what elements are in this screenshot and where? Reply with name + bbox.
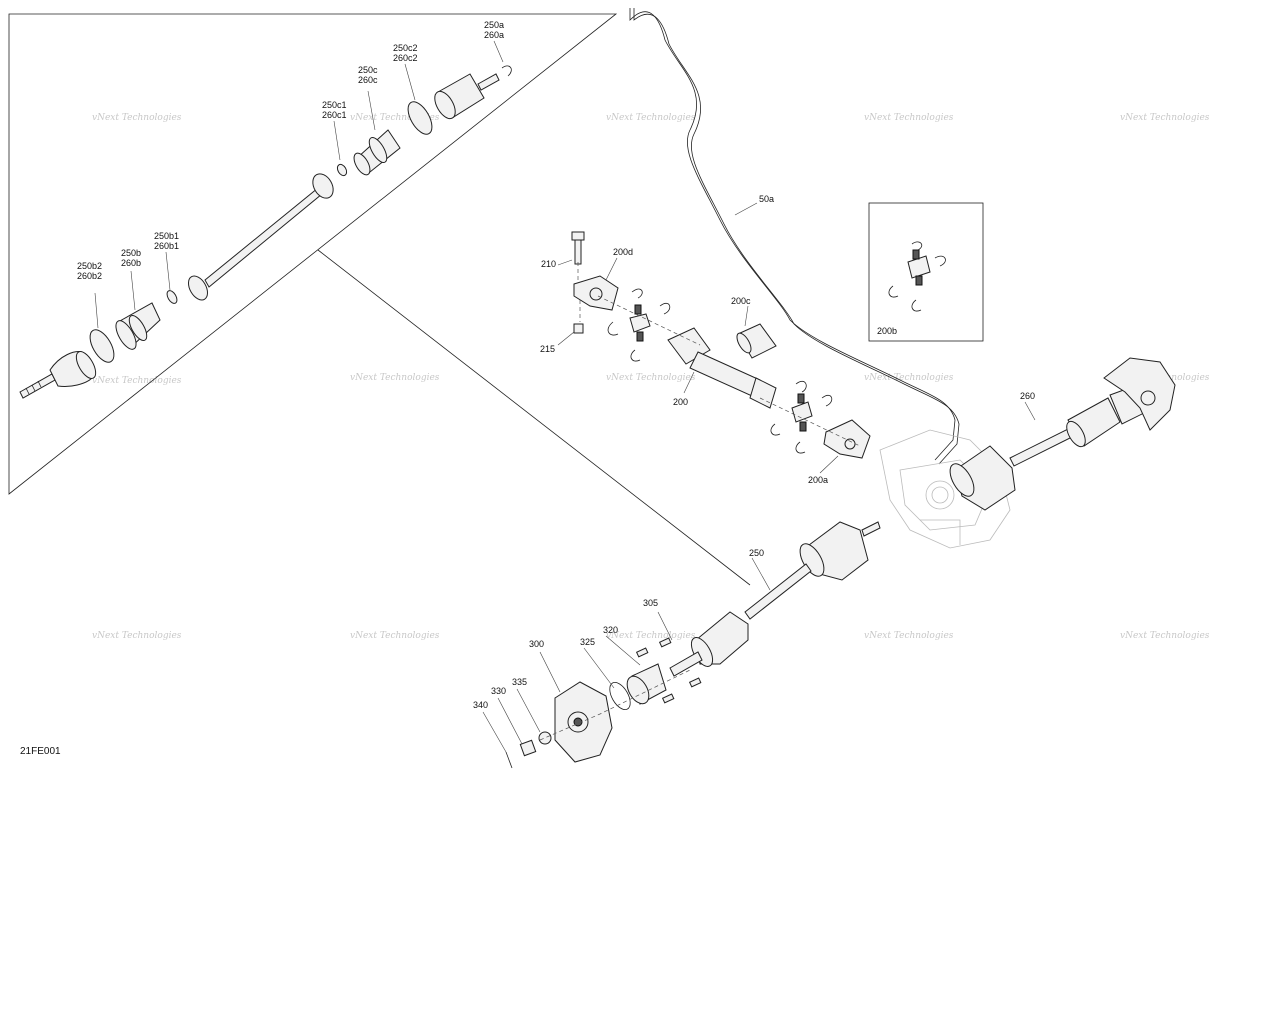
callout-250a: 250a	[484, 20, 504, 30]
watermark: vNext Technologies	[92, 631, 182, 641]
exploded-axle	[19, 65, 512, 399]
callout-50a: 50a	[759, 194, 774, 204]
axle-shaft-260	[1009, 427, 1075, 467]
callout-215: 215	[540, 344, 555, 354]
watermark: vNext Technologies	[864, 113, 954, 123]
outer-spline-250	[669, 651, 703, 677]
callout-260c1: 260c1	[322, 110, 347, 120]
callout-260a: 260a	[484, 30, 504, 40]
callout-260c2: 260c2	[393, 53, 418, 63]
watermark: vNext Technologies	[350, 113, 440, 123]
circlip-325	[609, 682, 631, 710]
callout-200c: 200c	[731, 296, 751, 306]
u-joint-cross-spare	[907, 255, 931, 279]
hub-assembly	[505, 637, 702, 769]
inset-pointer-line	[317, 249, 751, 586]
callout-250b: 250b	[121, 248, 141, 258]
watermark: vNext Technologies	[606, 631, 696, 641]
callout-210: 210	[541, 259, 556, 269]
axle-shaft-250	[744, 563, 812, 620]
callout-260b1: 260b1	[154, 241, 179, 251]
callout-335: 335	[512, 677, 527, 687]
vent-hose	[629, 8, 956, 461]
washer-335	[538, 731, 552, 745]
watermark: vNext Technologies	[1120, 631, 1210, 641]
inset-frame	[8, 13, 618, 495]
differential-housing	[879, 429, 1011, 549]
stud-305	[635, 647, 649, 658]
detail-box-frame	[868, 202, 984, 342]
callout-330: 330	[491, 686, 506, 696]
boot-clamp-outer	[89, 329, 115, 363]
propeller-shaft	[571, 231, 871, 459]
watermark: vNext Technologies	[92, 376, 182, 386]
callout-250c2: 250c2	[393, 43, 418, 53]
watermark: vNext Technologies	[606, 373, 696, 383]
axle-detail-inset	[8, 13, 751, 586]
u-joint-cross-lower	[791, 401, 813, 423]
callout-250c1: 250c1	[322, 100, 347, 110]
watermark: vNext Technologies	[864, 373, 954, 383]
callout-250b2: 250b2	[77, 261, 102, 271]
callout-300: 300	[529, 639, 544, 649]
detail-box-200b	[868, 202, 984, 342]
callout-250b1: 250b1	[154, 231, 179, 241]
callout-250: 250	[749, 548, 764, 558]
callout-200d: 200d	[613, 247, 633, 257]
axle-shaft-detail	[204, 187, 323, 288]
axle-260	[949, 357, 1176, 511]
callout-305: 305	[643, 598, 658, 608]
callout-320: 320	[603, 625, 618, 635]
callout-340: 340	[473, 700, 488, 710]
inner-boot-clamp	[407, 101, 433, 135]
watermark: vNext Technologies	[92, 113, 182, 123]
inner-small-ring	[336, 163, 348, 177]
circlip	[501, 65, 512, 77]
nut-215	[573, 323, 584, 334]
callout-200b: 200b	[877, 326, 897, 336]
watermark: vNext Technologies	[1120, 113, 1210, 123]
watermark: vNext Technologies	[606, 113, 696, 123]
nut-330	[519, 739, 537, 757]
callout-325: 325	[580, 637, 595, 647]
yoke-200a	[823, 419, 871, 459]
watermarks: vNext Technologies vNext Technologies vN…	[92, 113, 1210, 641]
axle-250	[669, 521, 881, 677]
watermark: vNext Technologies	[350, 631, 440, 641]
wheel-hub-260	[1103, 357, 1176, 431]
callout-260c: 260c	[358, 75, 378, 85]
figure-code: 21FE001	[20, 746, 61, 757]
cotter-pin-340	[505, 751, 513, 769]
callout-260b2: 260b2	[77, 271, 102, 281]
watermark: vNext Technologies	[350, 373, 440, 383]
outer-joint-bearing	[188, 275, 208, 301]
bolt-210	[574, 237, 582, 265]
callout-260: 260	[1020, 391, 1035, 401]
callouts: 250a 260a 250c2 260c2 250c 260c 250c1 26…	[77, 20, 1035, 710]
small-clamp	[166, 290, 178, 304]
callout-260b: 260b	[121, 258, 141, 268]
watermark: vNext Technologies	[864, 631, 954, 641]
inner-spline	[477, 73, 500, 91]
callout-200: 200	[673, 397, 688, 407]
leaders	[482, 257, 1036, 753]
callout-200a: 200a	[808, 475, 828, 485]
shaft-200	[689, 351, 761, 397]
inner-joint-tripod	[312, 173, 334, 199]
stub-shaft	[19, 373, 56, 399]
u-joint-cross-upper	[629, 313, 651, 333]
callout-250c: 250c	[358, 65, 378, 75]
